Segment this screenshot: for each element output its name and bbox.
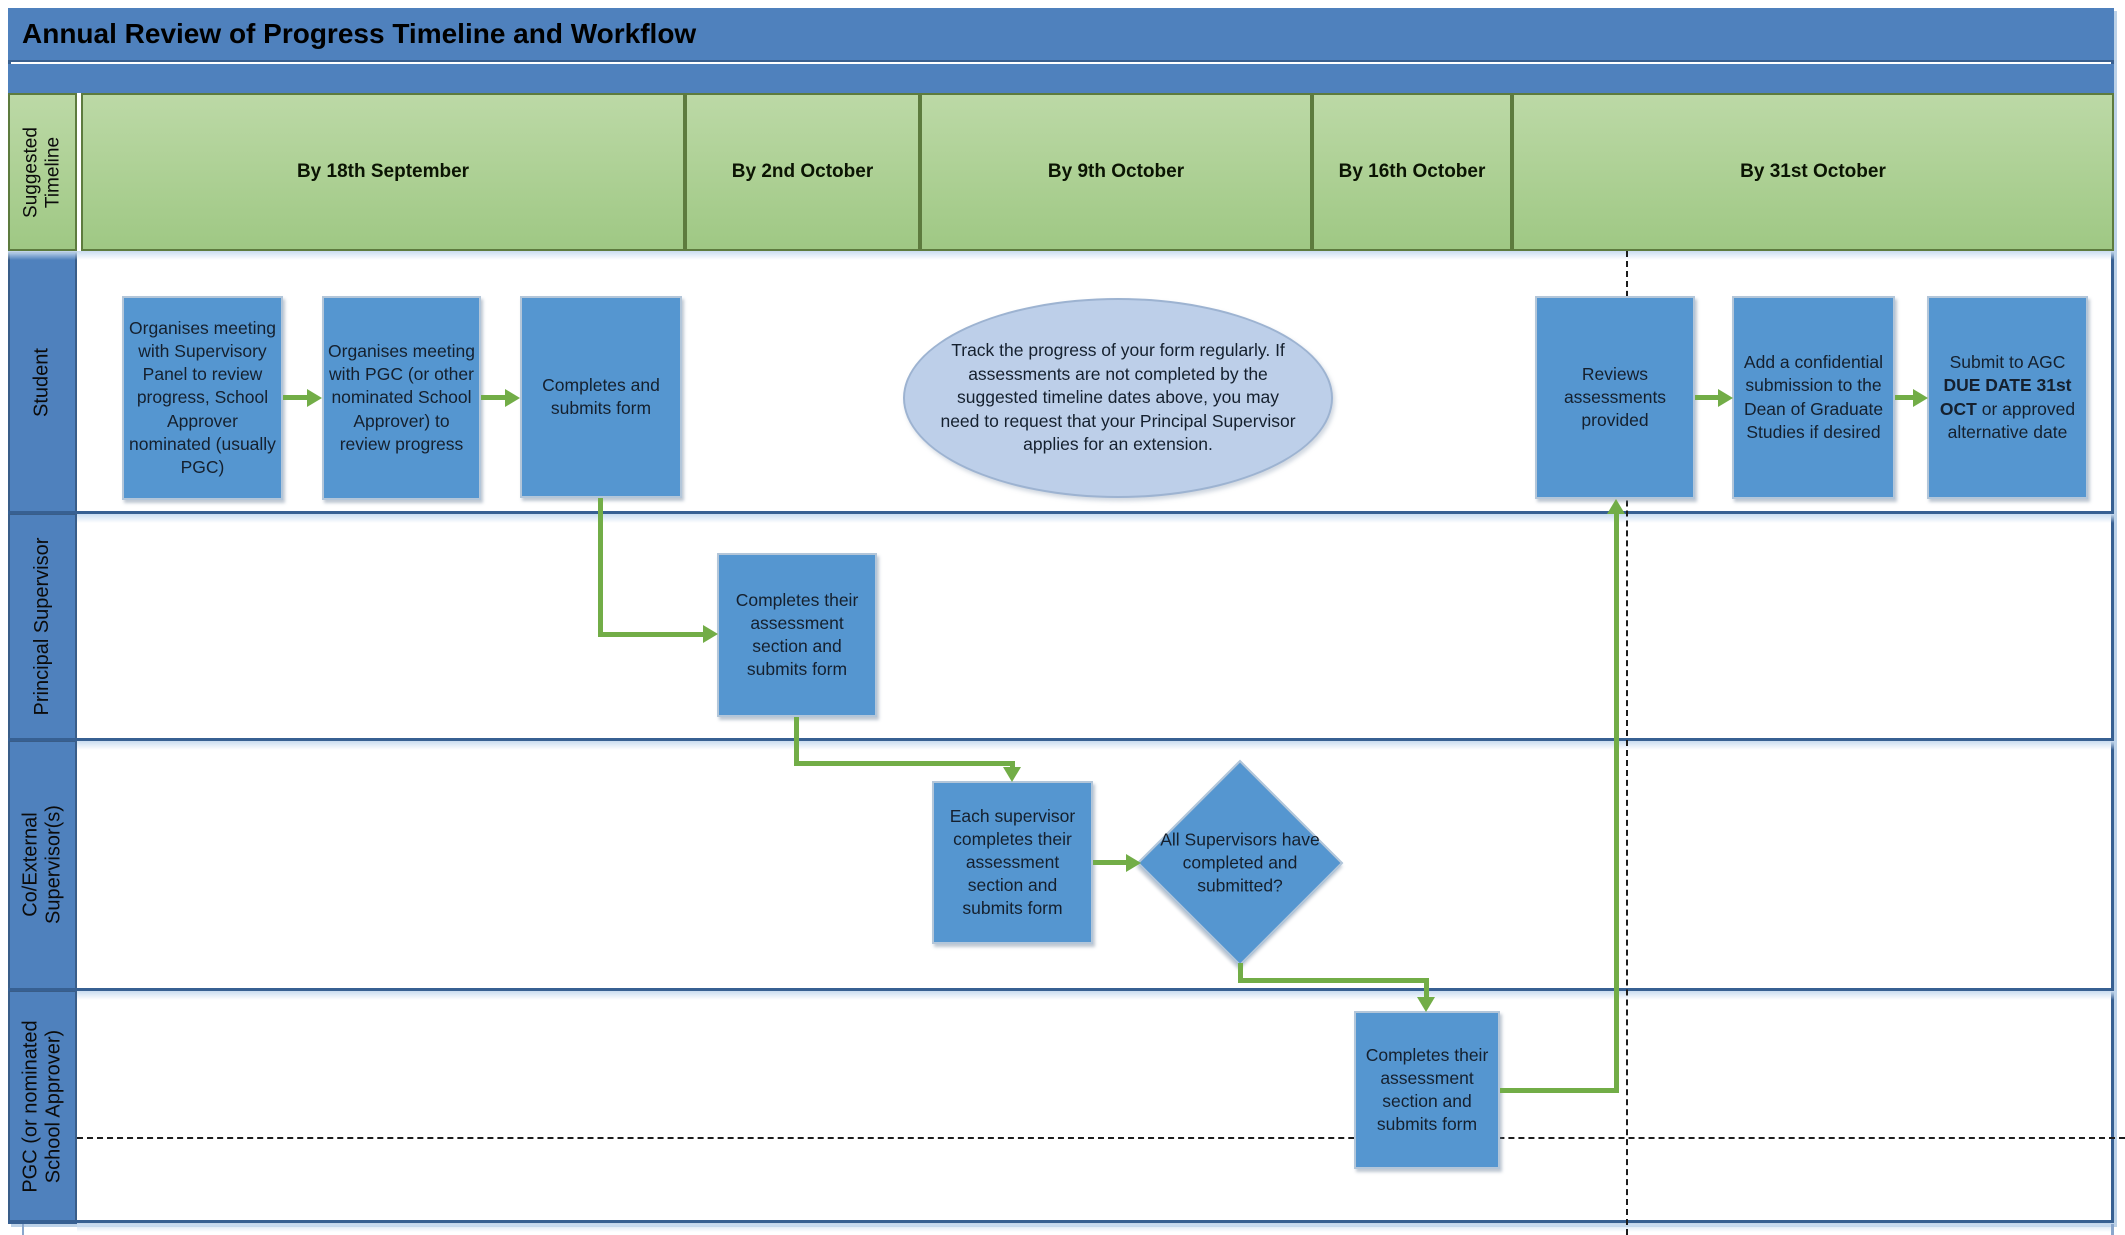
- box-submit-agc: Submit to AGC DUE DATE 31st OCT or appro…: [1927, 296, 2088, 499]
- frame-stub-right: [2111, 1224, 2114, 1235]
- decision-diamond: All Supervisors have completed and submi…: [1136, 759, 1344, 967]
- lane-band-3: [77, 991, 2114, 1000]
- note-ellipse: Track the progress of your form regularl…: [903, 298, 1333, 498]
- dashed-guide-vertical: [1626, 251, 1628, 1235]
- dashed-guide-horizontal: [77, 1137, 2125, 1139]
- arrow-3-h: [598, 632, 705, 637]
- arrow-5-head: [1126, 854, 1141, 872]
- box-organise-panel: Organises meeting with Supervisory Panel…: [122, 296, 283, 500]
- arrow-6-v2: [1424, 978, 1429, 999]
- lane-divider-bottom: [8, 1220, 2114, 1223]
- timeline-cell-31-oct: By 31st October: [1512, 93, 2114, 251]
- arrow-2-head: [505, 389, 520, 407]
- arrow-8-line: [1695, 395, 1720, 400]
- arrow-6-h: [1238, 978, 1429, 983]
- title-bar: Annual Review of Progress Timeline and W…: [8, 8, 2114, 62]
- box-organise-pgc: Organises meeting with PGC (or other nom…: [322, 296, 481, 500]
- box-coext-assessment: Each supervisor completes their assessme…: [932, 781, 1093, 944]
- arrow-3-v: [598, 498, 603, 637]
- frame-stub-left: [22, 1224, 24, 1235]
- arrow-1-line: [283, 395, 309, 400]
- lane-divider-3: [8, 988, 2114, 991]
- timeline-label-cell: [8, 93, 77, 251]
- box-confidential-submission: Add a confidential submission to the Dea…: [1732, 296, 1895, 499]
- box-completes-submits: Completes and submits form: [520, 296, 682, 498]
- arrow-8-head: [1718, 389, 1733, 407]
- timeline-cell-9-oct: By 9th October: [920, 93, 1312, 251]
- lane-divider-1: [8, 511, 2114, 514]
- page-title: Annual Review of Progress Timeline and W…: [22, 18, 697, 49]
- lane-cell-pgc: [8, 990, 77, 1222]
- arrow-6-head: [1417, 997, 1435, 1012]
- lane-band-1: [77, 514, 2114, 523]
- arrow-7-v: [1614, 513, 1619, 1093]
- arrow-9-line: [1895, 395, 1915, 400]
- arrow-1-head: [307, 389, 322, 407]
- arrow-4-v1: [794, 717, 799, 766]
- arrow-4-h: [794, 761, 1015, 766]
- due-date-bold: DUE DATE 31st OCT: [1939, 375, 2072, 419]
- timeline-cell-18-sep: By 18th September: [81, 93, 685, 251]
- lane-band-2: [77, 741, 2114, 750]
- arrow-6-v1: [1238, 963, 1243, 983]
- lane-cell-co-external: [8, 740, 77, 990]
- arrow-3-head: [703, 625, 718, 643]
- arrow-4-v2: [1010, 761, 1015, 769]
- box-pgc-assessment: Completes their assessment section and s…: [1354, 1011, 1500, 1169]
- arrow-7-h: [1500, 1088, 1619, 1093]
- arrow-4-head: [1003, 767, 1021, 782]
- lane-cell-student: [8, 251, 77, 513]
- title-strip: [8, 64, 2114, 93]
- lane-cell-principal-supervisor: [8, 513, 77, 740]
- lane-divider-2: [8, 738, 2114, 741]
- box-ps-assessment: Completes their assessment section and s…: [717, 553, 877, 717]
- lane-band-bottom: [77, 1223, 2114, 1232]
- arrow-5-line: [1093, 860, 1128, 865]
- timeline-cell-2-oct: By 2nd October: [685, 93, 920, 251]
- arrow-2-line: [481, 395, 507, 400]
- lane-band-top: [8, 251, 2114, 260]
- box-reviews-assessments: Reviews assessments provided: [1535, 296, 1695, 499]
- submit-agc-text: Submit to AGC DUE DATE 31st OCT or appro…: [1939, 352, 2076, 442]
- arrow-9-head: [1913, 389, 1928, 407]
- timeline-cell-16-oct: By 16th October: [1312, 93, 1512, 251]
- arrow-7-head: [1607, 499, 1625, 514]
- diamond-text: All Supervisors have completed and submi…: [1160, 829, 1320, 896]
